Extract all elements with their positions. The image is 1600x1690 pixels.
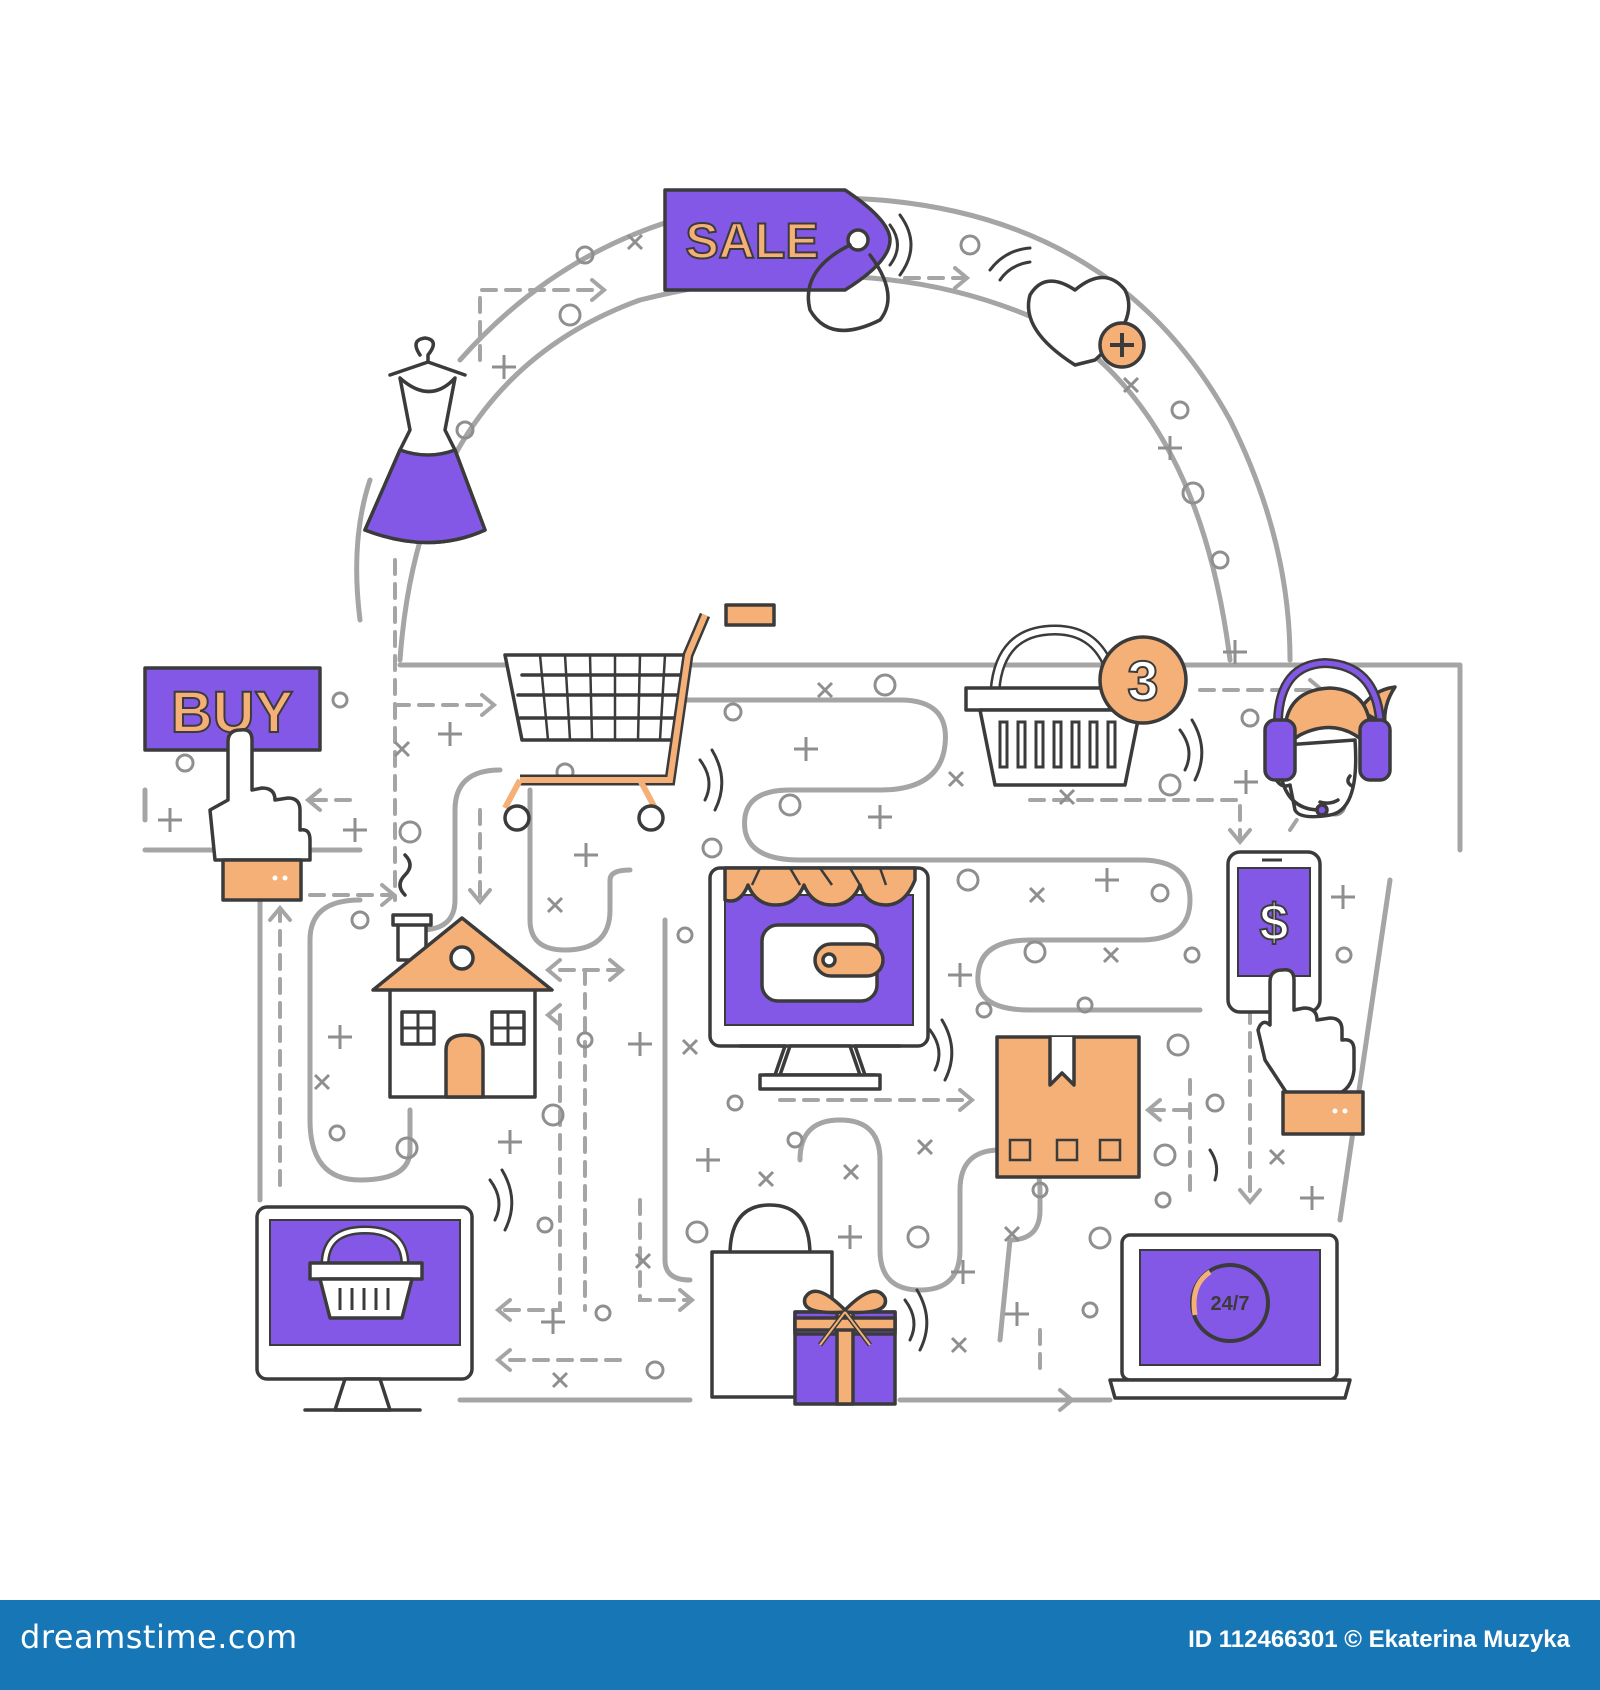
shopping-cart-icon [502, 603, 776, 832]
online-basket-monitor-icon [255, 1205, 474, 1412]
online-shopping-basket-illustration: .ln{fill:none;stroke:#a5a5a5;stroke-widt… [142, 188, 1463, 1412]
sale-tag: SALE [663, 188, 892, 333]
support-operator-icon [1263, 657, 1397, 860]
delivery-box-icon [995, 1035, 1141, 1179]
support-hours-label: 24/7 [1211, 1293, 1250, 1315]
laptop-support-icon: 24/7 [1108, 1233, 1352, 1400]
wishlist-heart-icon [1026, 275, 1146, 369]
dress-icon [363, 336, 487, 545]
image-credit: ID 112466301 © Ekaterina Muzyka [1188, 1626, 1570, 1653]
shopping-bag-gift-icon [710, 1203, 897, 1406]
dashed-arrow-paths [278, 276, 1322, 1402]
house-icon [371, 853, 554, 1099]
sale-label: SALE [685, 213, 818, 269]
decorative-marks [158, 233, 1355, 1389]
basket-count-icon: 3 [964, 624, 1188, 787]
stock-footer-bar: dreamstime.com ID 112466301 © Ekaterina … [0, 1600, 1600, 1690]
online-store-monitor-icon [708, 866, 930, 1091]
mobile-payment-icon: $ [1226, 850, 1365, 1136]
buy-button-icon: BUY [143, 666, 322, 902]
dreamstime-logo: dreamstime.com [20, 1618, 298, 1656]
basket-count-badge: 3 [1127, 649, 1158, 712]
dollar-sign: $ [1260, 894, 1289, 952]
